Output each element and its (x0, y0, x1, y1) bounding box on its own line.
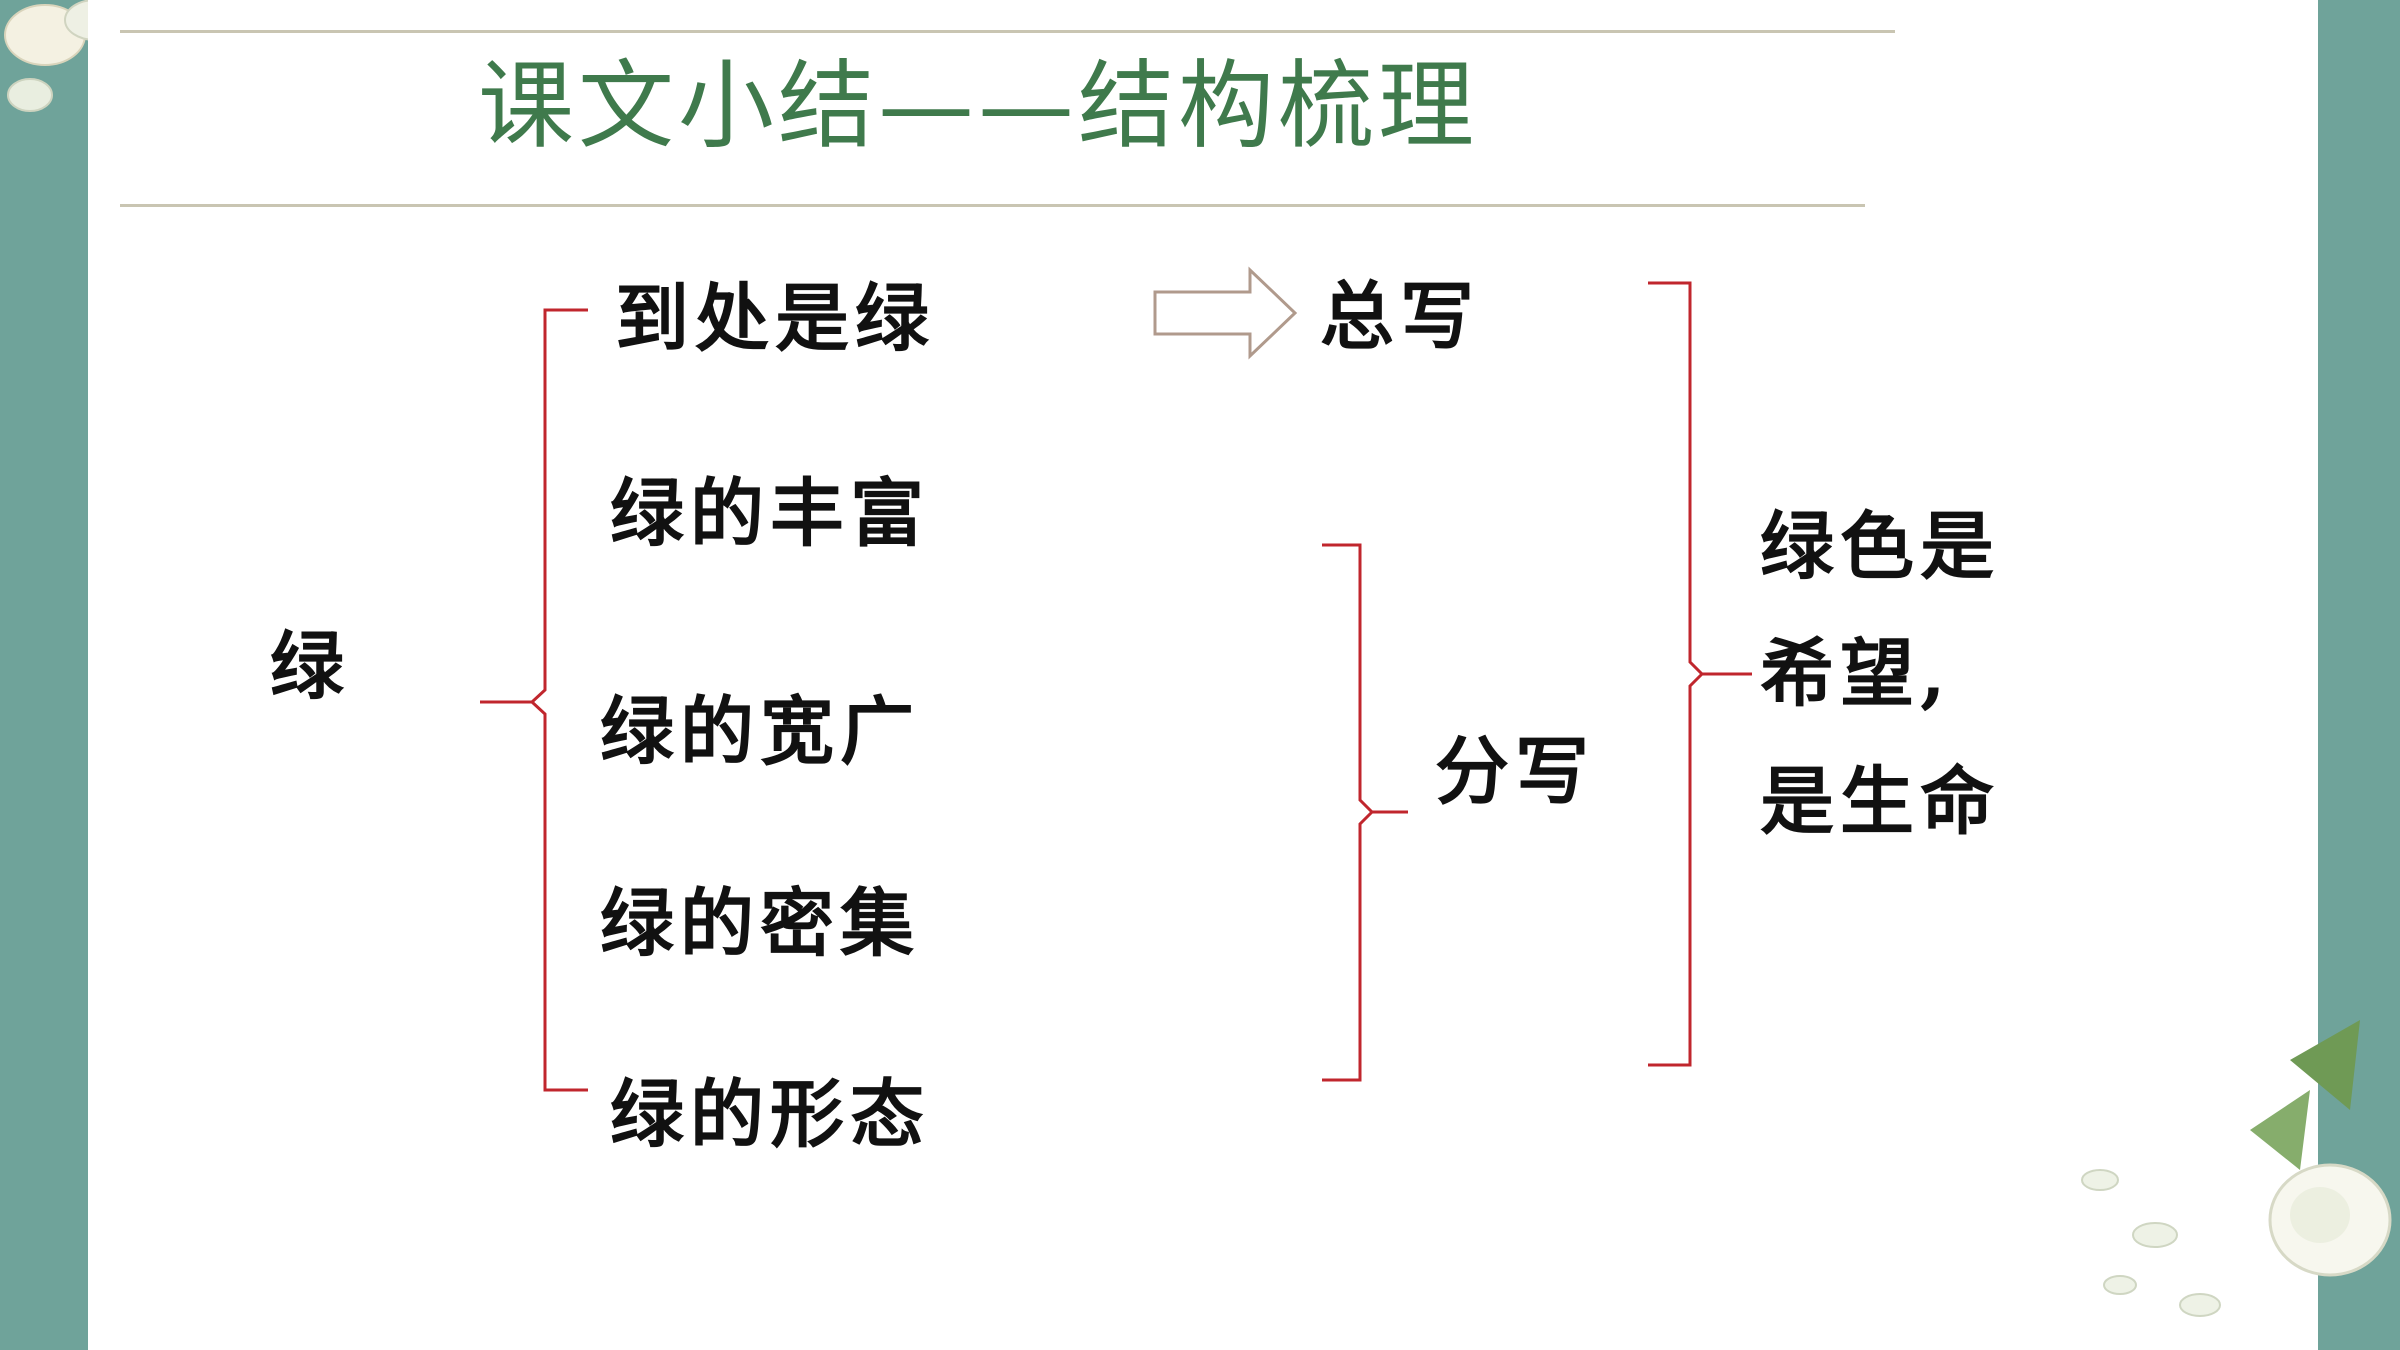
title-rule-bottom (120, 204, 1865, 207)
root-label: 绿 (270, 624, 350, 710)
title-rule-top (120, 30, 1895, 33)
item-everywhere-green: 到处是绿 (615, 276, 935, 362)
conclusion-line-1: 绿色是 (1760, 504, 2000, 590)
item-green-form: 绿的形态 (610, 1072, 930, 1158)
right-brace (1648, 281, 1752, 1067)
conclusion-line-2: 希望, (1760, 631, 1952, 717)
item-green-wide: 绿的宽广 (600, 689, 920, 775)
slide-canvas (88, 0, 2318, 1350)
left-brace (480, 308, 588, 1092)
middle-brace (1322, 543, 1408, 1082)
page-title: 课文小结——结构梳理 (478, 50, 1478, 162)
right-arrow-icon (1153, 266, 1298, 360)
item-green-rich: 绿的丰富 (610, 471, 930, 557)
conclusion-line-3: 是生命 (1760, 759, 2000, 845)
general-writing-label: 总写 (1320, 274, 1480, 360)
flower-decoration-bottom-right (2081, 1020, 2392, 1317)
item-green-dense: 绿的密集 (600, 881, 920, 967)
specific-writing-label: 分写 (1435, 729, 1595, 815)
